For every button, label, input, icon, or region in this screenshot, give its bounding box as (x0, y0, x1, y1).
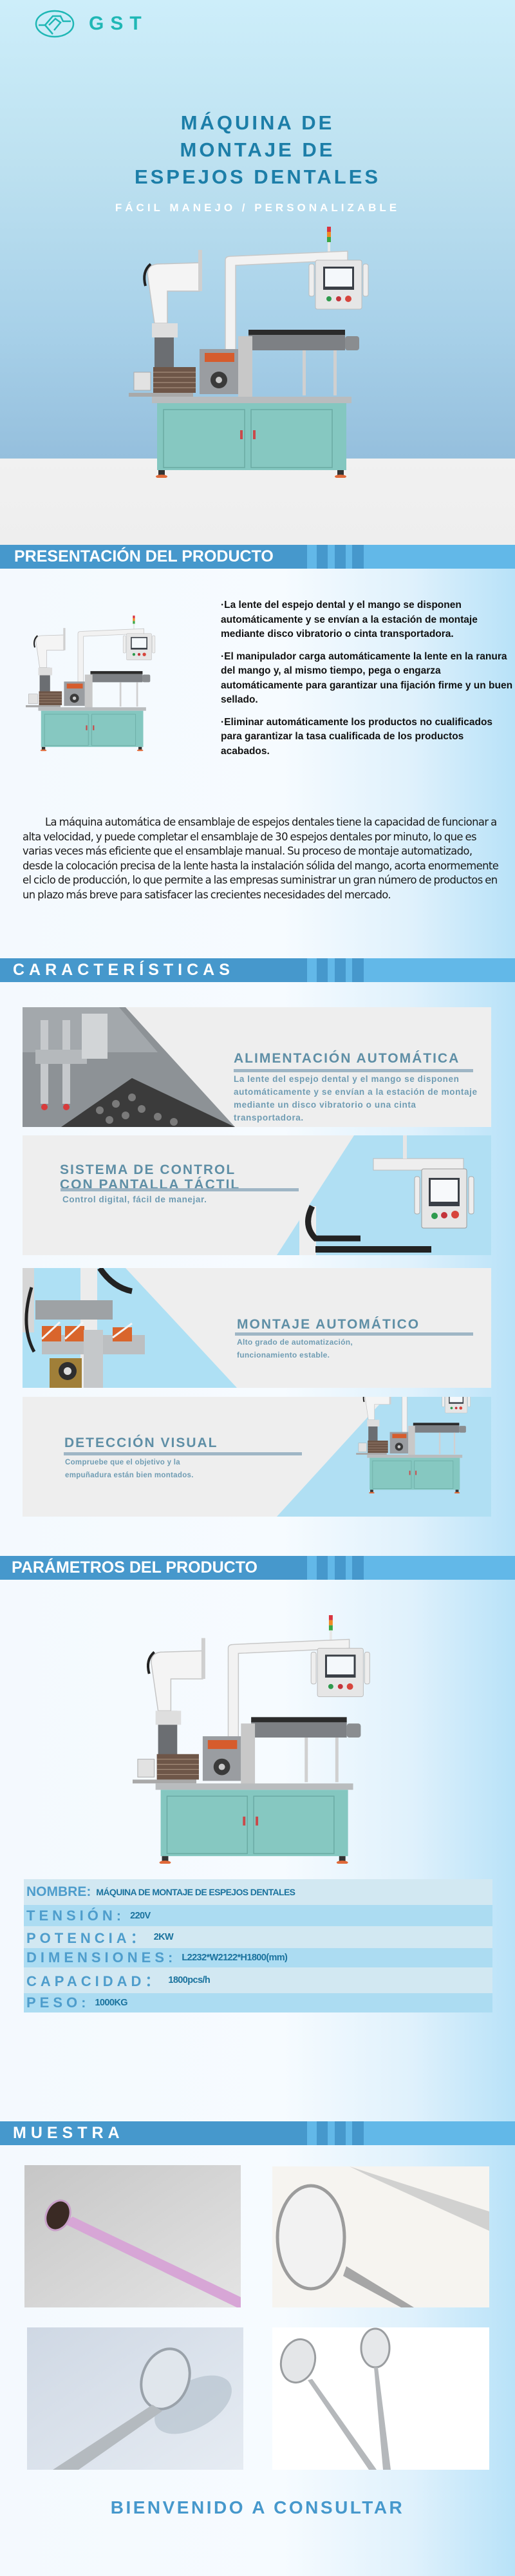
param-key: CAPACIDAD： (26, 1973, 164, 1989)
param-key: POTENCIA： (26, 1930, 149, 1946)
section-banner-parameters: PARÁMETROS DEL PRODUCTO (0, 1556, 515, 1580)
hero-title-line: ESPEJOS DENTALES (134, 166, 381, 188)
param-value: 220V (130, 1910, 151, 1921)
feature-title-line: SISTEMA DE CONTROL (60, 1162, 236, 1177)
assembly-station-photo (23, 1268, 237, 1388)
description-paragraph: La máquina automática de ensamblaje de e… (23, 816, 499, 901)
feature-card-visual-detection: DETECCIÓN VISUAL Compruebe que el objeti… (23, 1397, 491, 1517)
param-key: DIMENSIONES: (26, 1949, 177, 1965)
feature-card-touch-screen: SISTEMA DE CONTROL CON PANTALLA TÁCTIL C… (23, 1135, 491, 1255)
feature-description: Compruebe que el objetivo y la empuñadur… (65, 1456, 258, 1482)
feature-title: DETECCIÓN VISUAL (64, 1435, 218, 1450)
bullet-item: ·La lente del espejo dental y el mango s… (221, 600, 478, 639)
title-underline (234, 1069, 473, 1072)
param-value: 1000KG (95, 1998, 127, 2008)
bullet-item: ·El manipulador carga automáticamente la… (221, 650, 513, 706)
section-banner-samples: MUESTRA (0, 2121, 515, 2145)
touch-screen-photo (277, 1135, 491, 1255)
param-row-power: POTENCIA： 2KW (24, 1926, 492, 1948)
hero-title-line: MÁQUINA DE (180, 111, 335, 134)
param-row-dimensions: DIMENSIONES: L2232*W2122*H1800(mm) (24, 1948, 492, 1967)
bullet-item: ·Eliminar automáticamente los productos … (221, 716, 493, 757)
feature-title: MONTAJE AUTOMÁTICO (237, 1317, 420, 1332)
feature-description-line: Alto grado de automatización, (237, 1338, 353, 1347)
title-underline (61, 1188, 299, 1191)
parameters-machine-image (133, 1601, 388, 1878)
section-heading: MUESTRA (13, 2124, 124, 2142)
intro-machine-image (26, 591, 165, 776)
param-row-name: NOMBRE: MÁQUINA DE MONTAJE DE ESPEJOS DE… (24, 1879, 492, 1905)
feature-description: Alto grado de automatización, funcionami… (237, 1336, 469, 1361)
feature-title: ALIMENTACIÓN AUTOMÁTICA (234, 1051, 460, 1066)
sample-image-pink-mirror (24, 2165, 241, 2307)
title-underline (64, 1452, 302, 1455)
hero-floor (0, 459, 515, 545)
section-heading: CARACTERÍSTICAS (13, 961, 234, 979)
feature-bullets: ·La lente del espejo dental y el mango s… (221, 598, 514, 766)
param-value: L2232*W2122*H1800(mm) (182, 1953, 288, 1963)
param-row-voltage: TENSIÓN: 220V (24, 1905, 492, 1926)
gst-logo-icon (35, 10, 75, 38)
consult-call-to-action: BIENVENIDO A CONSULTAR (110, 2497, 405, 2517)
feature-card-automatic-assembly: MONTAJE AUTOMÁTICO Alto grado de automat… (23, 1268, 491, 1388)
title-underline (235, 1332, 473, 1336)
feeding-gripper-photo (23, 1007, 235, 1127)
hero-section: GST MÁQUINA DE MONTAJE DE ESPEJOS DENTAL… (0, 0, 515, 545)
hero-subtitle: FÁCIL MANEJO / PERSONALIZABLE (115, 202, 400, 214)
sample-image-steel-mirror-closeup (272, 2166, 489, 2307)
param-key: PESO: (26, 1994, 90, 2011)
param-key: NOMBRE: (26, 1884, 91, 1899)
param-value: 1800pcs/h (168, 1975, 211, 1985)
brand-name: GST (89, 13, 148, 34)
param-row-weight: PESO: 1000KG (24, 1993, 492, 2012)
sample-image-two-steel-mirrors (272, 2327, 489, 2470)
param-row-capacity: CAPACIDAD： 1800pcs/h (24, 1967, 492, 1993)
feature-card-automatic-feeding: ALIMENTACIÓN AUTOMÁTICA La lente del esp… (23, 1007, 491, 1127)
section-banner-presentation: PRESENTACIÓN DEL PRODUCTO (0, 545, 515, 569)
param-key: TENSIÓN: (26, 1907, 126, 1924)
feature-description-line: funcionamiento estable. (237, 1350, 330, 1359)
feature-description: Control digital, fácil de manejar. (62, 1195, 207, 1204)
param-value: 2KW (153, 1932, 174, 1942)
section-heading: PARÁMETROS DEL PRODUCTO (12, 1558, 258, 1577)
machine-overview-photo (277, 1397, 491, 1517)
sample-image-steel-mirror-on-blue (27, 2327, 243, 2470)
hero-title-line: MONTAJE DE (180, 138, 335, 161)
feature-description-line: empuñadura están bien montados. (65, 1472, 194, 1479)
hero-machine-image (129, 227, 386, 478)
hero-title: MÁQUINA DE MONTAJE DE ESPEJOS DENTALES (0, 109, 515, 191)
parameters-table: NOMBRE: MÁQUINA DE MONTAJE DE ESPEJOS DE… (24, 1879, 492, 2012)
section-banner-features: CARACTERÍSTICAS (0, 958, 515, 982)
feature-description: La lente del espejo dental y el mango se… (234, 1074, 478, 1122)
section-heading: PRESENTACIÓN DEL PRODUCTO (14, 547, 274, 565)
param-value: MÁQUINA DE MONTAJE DE ESPEJOS DENTALES (96, 1887, 295, 1897)
feature-description-line: Compruebe que el objetivo y la (65, 1459, 180, 1466)
